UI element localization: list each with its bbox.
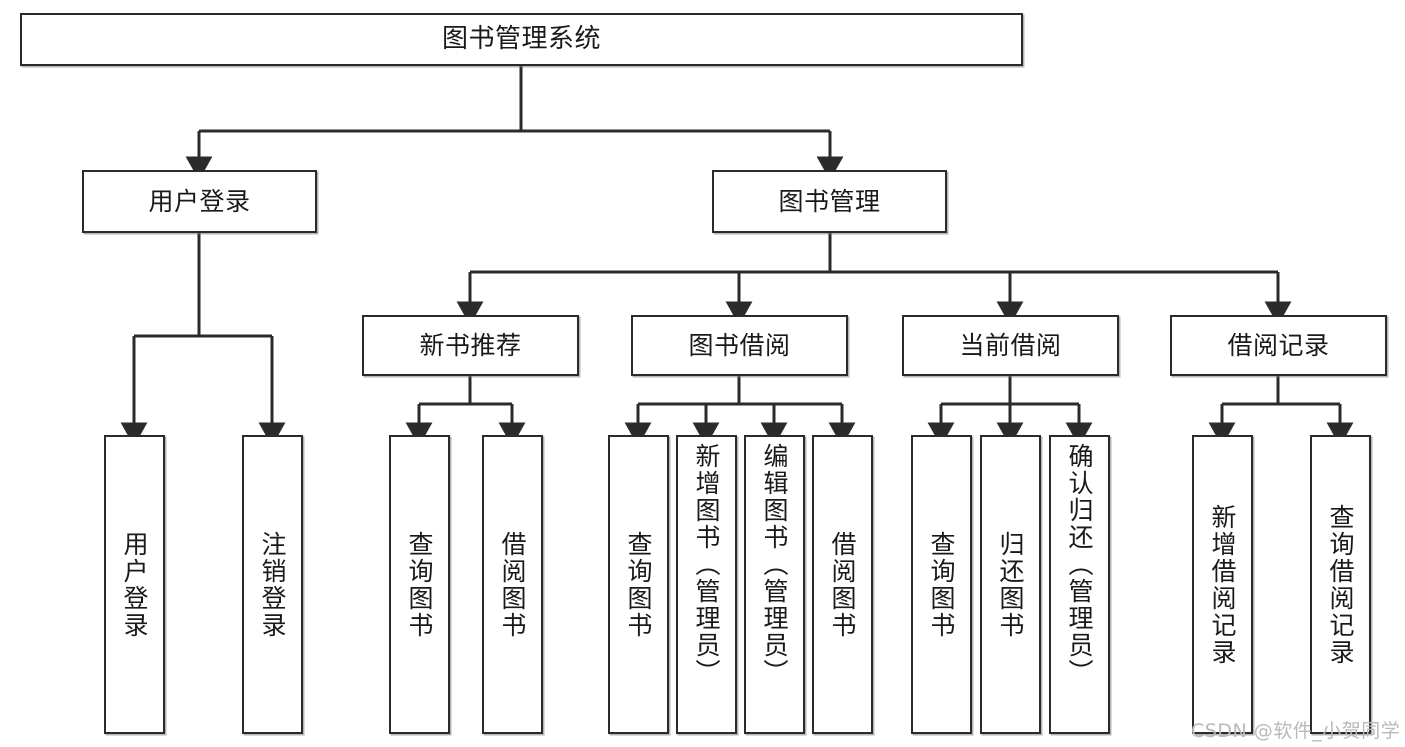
leaf-logout-login[interactable]: 注销登录: [242, 435, 303, 734]
leaf-confirm-return-admin[interactable]: 确认归还（管理员）: [1049, 435, 1110, 734]
node-label: 归还图书: [996, 530, 1025, 639]
node-borrow-record[interactable]: 借阅记录: [1170, 315, 1387, 376]
leaf-query-book-recommend[interactable]: 查询图书: [389, 435, 450, 734]
node-new-book-recommend[interactable]: 新书推荐: [362, 315, 579, 376]
leaf-add-book-admin[interactable]: 新增图书（管理员）: [676, 435, 737, 734]
leaf-return-book[interactable]: 归还图书: [980, 435, 1041, 734]
node-book-management[interactable]: 图书管理: [712, 170, 947, 233]
node-label: 查询图书: [405, 530, 434, 639]
node-label: 查询借阅记录: [1326, 503, 1355, 666]
leaf-query-book-current[interactable]: 查询图书: [911, 435, 972, 734]
leaf-query-borrow-record[interactable]: 查询借阅记录: [1310, 435, 1371, 734]
node-root-system[interactable]: 图书管理系统: [20, 13, 1023, 66]
node-label: 新增借阅记录: [1208, 503, 1237, 666]
leaf-query-book-borrow[interactable]: 查询图书: [608, 435, 669, 734]
node-label: 当前借阅: [959, 330, 1062, 360]
node-label: 用户登录: [120, 530, 149, 639]
node-label: 新增图书（管理员）: [692, 443, 721, 686]
node-label: 用户登录: [148, 186, 251, 216]
leaf-borrow-book[interactable]: 借阅图书: [812, 435, 873, 734]
node-label: 借阅图书: [828, 530, 857, 639]
node-label: 确认归还（管理员）: [1065, 443, 1094, 686]
leaf-edit-book-admin[interactable]: 编辑图书（管理员）: [744, 435, 805, 734]
node-label: 查询图书: [927, 530, 956, 639]
csdn-watermark: CSDN @软件_小贺同学: [1191, 720, 1401, 742]
node-label: 借阅记录: [1227, 330, 1330, 360]
node-current-borrow[interactable]: 当前借阅: [902, 315, 1119, 376]
leaf-borrow-book-recommend[interactable]: 借阅图书: [482, 435, 543, 734]
leaf-add-borrow-record[interactable]: 新增借阅记录: [1192, 435, 1253, 734]
node-book-borrow[interactable]: 图书借阅: [631, 315, 848, 376]
node-label: 图书借阅: [688, 330, 791, 360]
node-label: 查询图书: [624, 530, 653, 639]
node-label: 借阅图书: [498, 530, 527, 639]
node-label: 新书推荐: [419, 330, 522, 360]
node-label: 图书管理系统: [441, 24, 601, 55]
node-label: 编辑图书（管理员）: [760, 443, 789, 686]
node-label: 注销登录: [258, 530, 287, 639]
node-user-login[interactable]: 用户登录: [82, 170, 317, 233]
leaf-user-login[interactable]: 用户登录: [104, 435, 165, 734]
node-label: 图书管理: [778, 186, 881, 216]
